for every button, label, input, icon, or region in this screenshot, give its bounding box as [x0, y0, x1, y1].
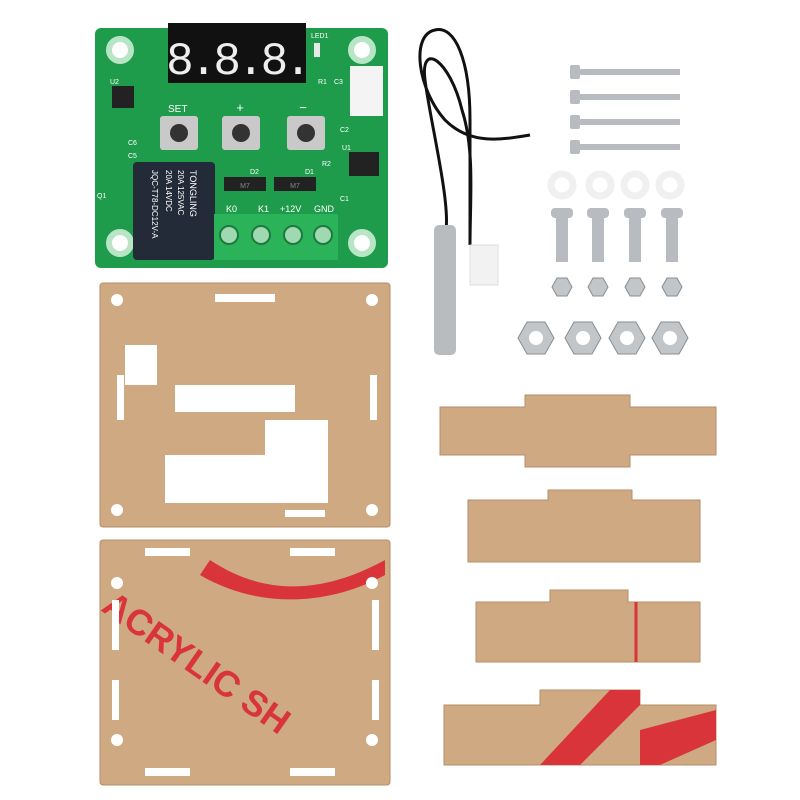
- d2-label: D2: [250, 169, 259, 176]
- c3-label: C3: [334, 79, 343, 86]
- long-screw: [570, 115, 680, 129]
- long-screw: [570, 65, 680, 79]
- side-piece-3: [475, 589, 701, 663]
- plus-button[interactable]: [232, 124, 250, 142]
- q1-label: Q1: [97, 193, 106, 200]
- minus-button[interactable]: [297, 124, 315, 142]
- relay-brand: TONGLING: [188, 170, 198, 217]
- set-button[interactable]: [170, 124, 188, 142]
- c5-label: C5: [128, 153, 137, 160]
- plus-label: +: [236, 100, 244, 115]
- chip-label: U2: [110, 79, 119, 86]
- d1-label: D1: [305, 169, 314, 176]
- side-piece-1: [439, 394, 717, 468]
- film-stripes: [540, 690, 716, 765]
- minus-label: −: [299, 100, 307, 115]
- buttons: SET + −: [160, 100, 325, 150]
- terminal-label-k0: K0: [226, 204, 237, 214]
- acrylic-bottom-panel: ACRYLIC SH: [95, 539, 391, 786]
- c2-label: C2: [340, 127, 349, 134]
- set-label: SET: [168, 104, 187, 115]
- relay-rating-dc: 20A 14VDC: [164, 170, 173, 212]
- washers: [547, 170, 685, 200]
- diodes: M7 M7 D2 D1: [224, 169, 316, 191]
- nut-holes: [529, 331, 677, 345]
- c6-label: C6: [128, 140, 137, 147]
- u1-label: U1: [342, 145, 351, 152]
- short-screws: [551, 208, 683, 262]
- sensor-connector: [350, 66, 383, 116]
- r1-label: R1: [318, 79, 327, 86]
- acrylic-side-pieces: [439, 394, 717, 766]
- d1-mark: M7: [290, 183, 300, 190]
- long-screw: [570, 140, 680, 154]
- small-nuts: [551, 277, 683, 297]
- component-labels: R1 C3 C2 U1 R2 C1 C6 C5 Q1: [97, 79, 351, 203]
- acrylic-top-panel: [99, 282, 391, 528]
- d2-mark: M7: [240, 183, 250, 190]
- r2-label: R2: [322, 161, 331, 168]
- led-display: [168, 23, 306, 83]
- relay-rating-ac: 20A 125VAC: [176, 170, 185, 215]
- regulator: [349, 152, 379, 176]
- mounting-holes: [106, 36, 376, 257]
- led-label: LED1: [311, 33, 329, 40]
- long-screws: [570, 65, 680, 154]
- terminal-label-gnd: GND: [314, 204, 335, 214]
- relay-model: JQC-T78-DC12V-A: [150, 170, 159, 239]
- terminal-label-k1: K1: [258, 204, 269, 214]
- terminal-label-12v: +12V: [280, 204, 301, 214]
- sensor-cable: [418, 28, 531, 246]
- terminal-block: K0 K1 +12V GND: [214, 204, 338, 260]
- sensor-plug: [469, 244, 499, 286]
- c1-label: C1: [340, 196, 349, 203]
- relay: TONGLING 20A 125VAC 20A 14VDC JQC-T78-DC…: [133, 162, 215, 260]
- large-nuts: [517, 321, 689, 355]
- film-swoosh: [200, 560, 385, 600]
- side-piece-2: [467, 489, 701, 563]
- led: [314, 43, 320, 57]
- display-digits: 8.8.8.: [166, 36, 308, 88]
- temperature-sensor: [418, 28, 531, 355]
- long-screw: [570, 90, 680, 104]
- thermostat-board: 8.8.8. LED1 U2 SET + − TONGLING 20A 125V…: [95, 23, 388, 268]
- sensor-probe: [434, 225, 456, 355]
- mcu-chip: [112, 86, 134, 108]
